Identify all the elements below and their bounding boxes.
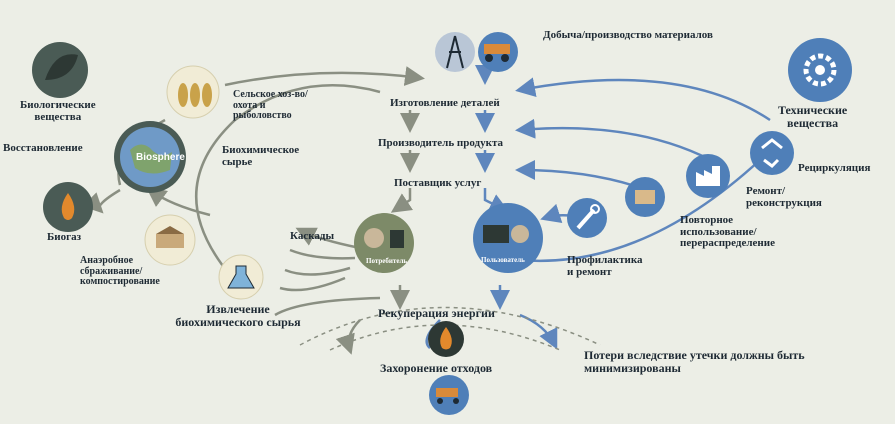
biochem-raw-label-line: сырье: [222, 157, 299, 169]
recycling-label: Рециркуляция: [798, 163, 870, 175]
agriculture-label-line: рыболовство: [233, 111, 308, 122]
anaerobic-label: Анаэробное сбраживание/ компостирование: [80, 256, 160, 288]
leakage-label-line: минимизированы: [584, 362, 805, 375]
mining-label: Добыча/производство материалов: [543, 30, 713, 42]
energy-recovery-label: Рекуперация энергии: [378, 307, 495, 320]
reuse-label-line: перераспределение: [680, 238, 775, 250]
service-provider-label: Поставщик услуг: [394, 178, 481, 190]
parts-manufacturing-label: Изготовление деталей: [390, 98, 500, 110]
repair-label-line: Ремонт/: [746, 186, 822, 198]
reuse-label: Повторное использование/ перераспределен…: [680, 215, 775, 250]
maintenance-label: Профилактика и ремонт: [567, 255, 643, 278]
technical-label: Технические вещества: [778, 104, 847, 129]
extraction-label-line: Извлечение: [158, 303, 318, 316]
technical-label-line: Технические: [778, 104, 847, 117]
technical-label-line: вещества: [778, 117, 847, 130]
biological-label-line: Биологические: [20, 100, 96, 112]
repair-label-line: реконструкция: [746, 198, 822, 210]
agriculture-label: Сельское хоз-во/ охота и рыболовство: [233, 90, 308, 122]
maintenance-label-line: Профилактика: [567, 255, 643, 267]
user-label: Пользователь: [481, 257, 525, 264]
biogas-label: Биогаз: [47, 232, 81, 244]
landfill-label: Захоронение отходов: [380, 362, 492, 375]
biochem-raw-label-line: Биохимическое: [222, 145, 299, 157]
biosphere-label: Biosphere: [136, 153, 185, 164]
restoration-label: Восстановление: [3, 143, 83, 155]
anaerobic-label-line: компостирование: [80, 277, 160, 288]
leakage-label-line: Потери вследствие утечки должны быть: [584, 349, 805, 362]
extraction-label: Извлечение биохимического сырья: [158, 303, 318, 328]
biological-label-line: вещества: [20, 112, 96, 124]
anaerobic-label-line: Анаэробное: [80, 256, 160, 267]
consumer-label: Потребитель: [366, 258, 407, 265]
leakage-label: Потери вследствие утечки должны быть мин…: [584, 349, 805, 374]
agriculture-label-line: Сельское хоз-во/: [233, 90, 308, 101]
product-manufacturer-label: Производитель продукта: [378, 138, 503, 150]
maintenance-label-line: и ремонт: [567, 267, 643, 279]
extraction-label-line: биохимического сырья: [158, 316, 318, 329]
repair-label: Ремонт/ реконструкция: [746, 186, 822, 209]
cascades-label: Каскады: [290, 231, 334, 243]
biological-label: Биологические вещества: [20, 100, 96, 123]
reuse-label-line: Повторное: [680, 215, 775, 227]
recycle-icon: [750, 131, 794, 175]
biochem-raw-label: Биохимическое сырье: [222, 145, 299, 168]
